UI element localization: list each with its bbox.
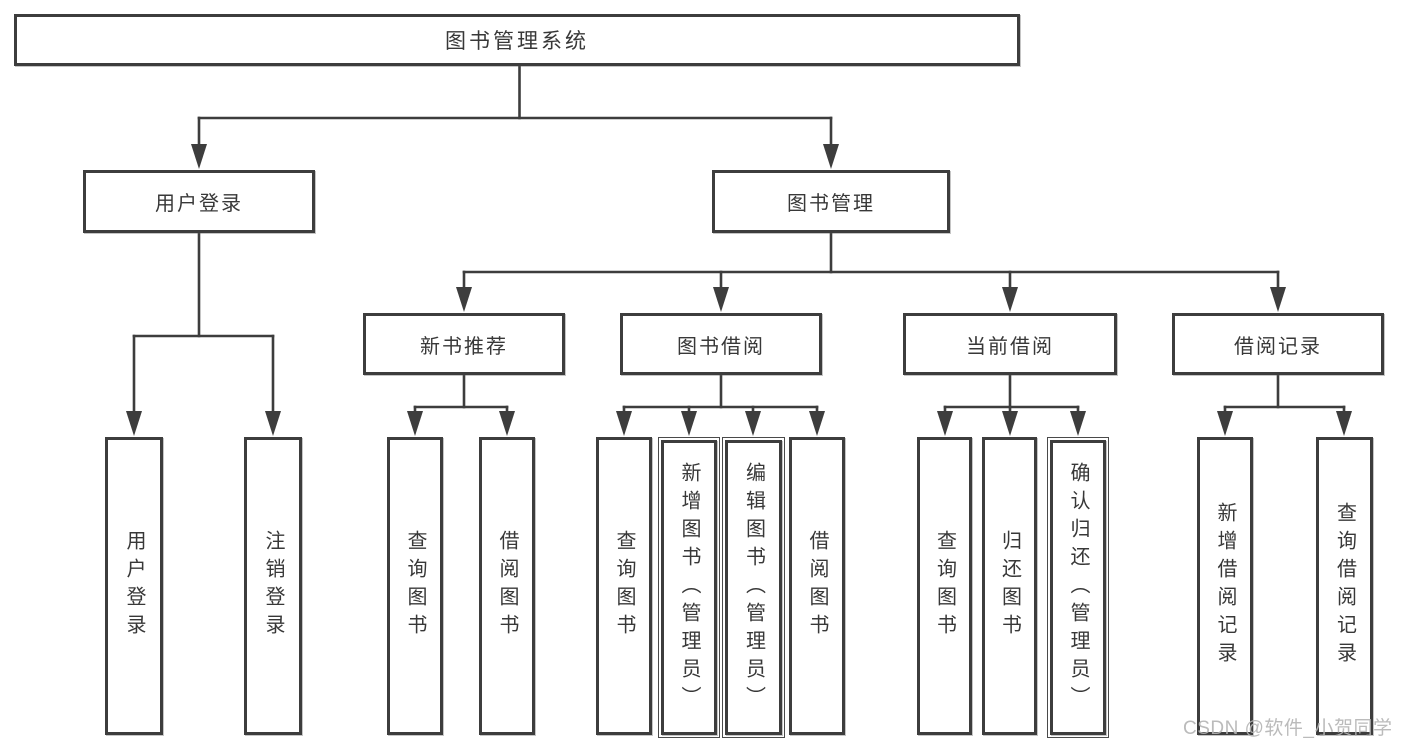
node-return-book-label: 归还图书 (998, 530, 1021, 642)
node-new-book-recommend-label: 新书推荐 (420, 335, 508, 358)
node-book-management-module: 图书管理 (712, 170, 950, 233)
node-query-borrow-record-label: 查询借阅记录 (1333, 502, 1356, 670)
node-add-book-admin-label: 新增图书（管理员） (678, 461, 700, 714)
csdn-watermark: CSDN @软件_小贺同学 (1183, 718, 1393, 739)
node-return-book: 归还图书 (982, 437, 1037, 735)
connector-bookborrow-to-leaves (616, 373, 825, 436)
node-book-management-module-label: 图书管理 (787, 193, 875, 215)
node-current-borrowing-label: 当前借阅 (966, 335, 1054, 358)
node-query-book-current-label: 查询图书 (933, 530, 956, 642)
node-query-book-borrowing: 查询图书 (596, 437, 652, 735)
connector-userlogin-to-leaves (126, 231, 281, 436)
node-user-login-label: 用户登录 (123, 530, 145, 642)
node-borrowing-records: 借阅记录 (1172, 313, 1384, 375)
node-borrow-book-recommend: 借阅图书 (479, 437, 535, 735)
node-logout: 注销登录 (244, 437, 302, 735)
node-user-login-module-label: 用户登录 (155, 193, 243, 215)
node-borrow-book-borrowing: 借阅图书 (789, 437, 845, 735)
node-edit-book-admin: 编辑图书（管理员） (722, 437, 785, 738)
node-root: 图书管理系统 (14, 14, 1020, 66)
node-borrow-book-recommend-label: 借阅图书 (496, 530, 518, 642)
node-add-book-admin: 新增图书（管理员） (658, 437, 720, 738)
node-new-book-recommend: 新书推荐 (363, 313, 565, 375)
node-borrow-book-borrowing-label: 借阅图书 (806, 530, 828, 642)
node-query-borrow-record: 查询借阅记录 (1316, 437, 1373, 735)
node-confirm-return-admin-label: 确认归还（管理员） (1067, 461, 1089, 714)
node-logout-label: 注销登录 (262, 530, 284, 642)
node-book-borrowing: 图书借阅 (620, 313, 822, 375)
connector-newbookrec-to-leaves (407, 373, 515, 436)
node-add-borrow-record-label: 新增借阅记录 (1214, 502, 1236, 670)
connector-root-to-level2 (191, 64, 839, 169)
node-query-book-current: 查询图书 (917, 437, 972, 735)
connector-bookmgmt-to-level3 (456, 231, 1286, 312)
node-borrowing-records-label: 借阅记录 (1234, 335, 1322, 358)
node-confirm-return-admin: 确认归还（管理员） (1047, 437, 1109, 738)
node-query-book-borrowing-label: 查询图书 (613, 530, 635, 642)
node-user-login: 用户登录 (105, 437, 163, 735)
node-query-book-recommend: 查询图书 (387, 437, 443, 735)
node-user-login-module: 用户登录 (83, 170, 315, 233)
node-add-borrow-record: 新增借阅记录 (1197, 437, 1253, 735)
node-current-borrowing: 当前借阅 (903, 313, 1117, 375)
node-book-borrowing-label: 图书借阅 (677, 335, 765, 358)
connector-borrowrecord-to-leaves (1217, 373, 1352, 436)
node-edit-book-admin-label: 编辑图书（管理员） (742, 461, 765, 714)
connector-currentborrow-to-leaves (937, 373, 1086, 436)
node-root-label: 图书管理系统 (445, 30, 589, 53)
node-query-book-recommend-label: 查询图书 (404, 530, 426, 642)
